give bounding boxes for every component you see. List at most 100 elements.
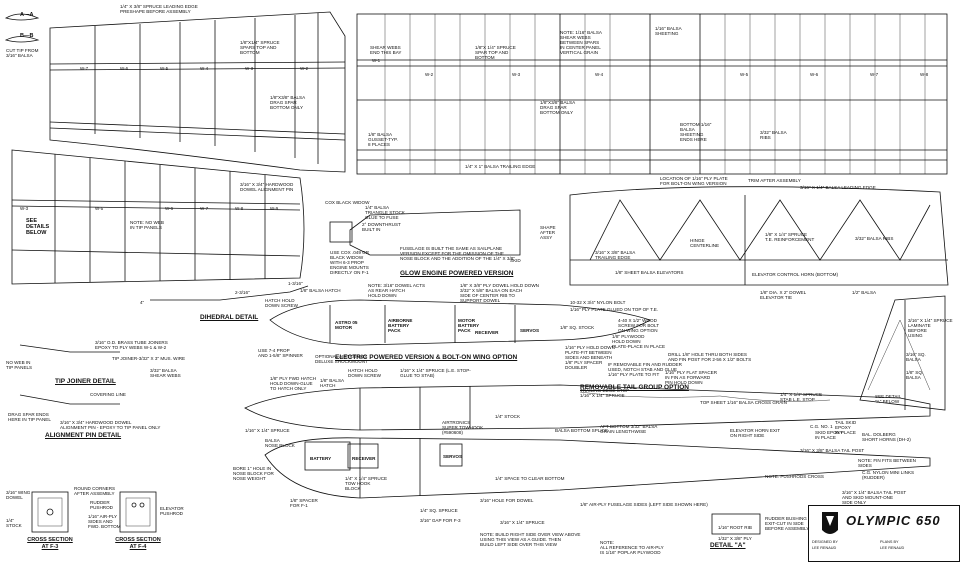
note-optional: OPTIONAL AIRTRONICS DELUXE SHOCKMOUNT [315, 354, 368, 364]
note-removable: IF REMOVABLE FIN AND RUDDER USED, NOTCH … [608, 362, 682, 377]
plan-title: OLYMPIC 650 [846, 513, 941, 528]
center-wing-panel [356, 13, 948, 175]
note-blind2: 1/16" PLY FLAT SPACER IN FIN AS FORWARD … [665, 370, 718, 385]
note-nose-weight: BORE 1" HOLE IN NOSE BLOCK FOR NOSE WEIG… [233, 466, 274, 481]
note-hole-dowel: 3/16" HOLE FOR DOWEL [480, 498, 534, 503]
label-receiver: RECEIVER [475, 330, 499, 335]
note-hinge: HINGE CENTERLINE [690, 238, 720, 248]
note-brass-tube: 3/16" O.D. BRASS TUBE JOINERS EPOXY TO P… [95, 340, 168, 350]
note-drill: DRILL 1/8" HOLE THRU BOTH SIDES AND FIN … [668, 352, 752, 362]
note-sprue2: 1/4" SQ. SPRUCE [420, 508, 458, 513]
note-bal-dolberg: BAL. DOLBERG SHORT HORNS (DH-2) [862, 432, 911, 442]
note-te-reinforcement: LOCATION OF 1/16" PLY PLATE FOR BOLT-ON … [660, 176, 728, 186]
note-spars-top: 1/8"X1/4" SPRUCE SPARS TOP AND BOTTOM [240, 40, 280, 55]
stabilizer [569, 186, 949, 286]
note-stab-te: 3/16" X 3/8" BALSA TRAILING EDGE [595, 250, 636, 260]
note-ply-sides-fwd: 1/16" AIR-PLY SIDES AND FWD. BOTTOM [88, 514, 121, 529]
note-sheet-elevators: 1/8" SHEET BALSA ELEVATORS [615, 270, 684, 275]
note-blind-nut2: 1/8" PLYWOOD HOLD DOWN PLATE-PLACE IN PL… [612, 334, 666, 349]
note-plate-fit: 1/16" PLY HOLD DOWN PLATE-FIT BETWEEN SI… [565, 345, 615, 370]
note-shear-webs-grain: NOTE: 1/16" BALSA SHEAR WEBS BETWEEN SPA… [560, 30, 602, 55]
rib-label: W-7 [200, 206, 209, 211]
plans-by-label: PLANS BY [880, 540, 899, 544]
note-trim-after: TRIM AFTER ASSEMBLY [748, 178, 801, 183]
note-cox-engine: USE COX .049 OR BLACK WIDOW WITH 6-3 PRO… [330, 250, 370, 275]
rib-label: W-2 [425, 72, 434, 77]
section-aa-label: A—A [20, 12, 34, 18]
note-fin-sq2: 1/8" SQ. BALSA [906, 370, 924, 380]
note-build: NOTE: BUILD RIGHT SIDE OVER VIEW ABOVE U… [480, 532, 581, 547]
note-alignment-dowel: 3/16" X 3/4" HARDWOOD DOWEL ALIGNMENT PI… [60, 420, 161, 430]
note-c4: C.G. NO. 1 [810, 424, 833, 429]
note-glue-stop: TRAILING EDGE STOP 1/16" X 1/4" SPRUCE [580, 388, 630, 398]
note-drag-note: NO WEB IN TIP PANELS [6, 360, 33, 370]
dihedral-line [150, 285, 309, 301]
note-top-sheet: TOP SHEET 1/16" BALSA CROSS GRAIN [700, 400, 787, 405]
rib-label: W-6 [120, 66, 129, 71]
rib-label: W-6 [810, 72, 819, 77]
tip-joiner-line [19, 344, 120, 353]
note-glow-plywood: 1/8" X 3/8" PLY DOWEL HOLD DOWN 3/32" X … [460, 283, 539, 303]
rib-label: W-5 [95, 206, 104, 211]
note-skid: SKID EPOXY IN PLACE [815, 430, 843, 440]
note-root-rib: 1/16" ROOT RIB [718, 525, 752, 530]
note-tip-joiner: TIP JOINER-3/32" X 3" MUS. WIRE [112, 356, 186, 361]
note-fuselage: FUSELAGE IS BUILT THE SAME AS SAILPLANE … [400, 246, 515, 261]
note-rudder-bushing: RUDDER BUSHING EXIT-CUT IN SIDE BEFORE A… [765, 516, 810, 531]
note-balsa-hatch2: 1/8" BALSA HATCH [320, 378, 345, 388]
note-spacer: 1/8" SPACER FOR F-1 [290, 498, 318, 508]
note-stab-le: 3/16" X 1/4" BALSA LEADING EDGE [800, 185, 876, 190]
note-hatch-hold: HATCH HOLD DOWN SCREW [348, 368, 381, 378]
label-astro: ASTRO 05 MOTOR [335, 320, 358, 330]
note-gusset: 1/8" BALSA GUSSET-TYP. 8 PLACES [368, 132, 398, 147]
rib-label: W-5 [160, 66, 169, 71]
heading-cross-section-f4: CROSS SECTION AT F-4 [115, 537, 161, 550]
note-hardwood-pin: 3/16" X 3/4" HARDWOOD DOWEL ALIGNMENT PI… [240, 182, 294, 192]
note-spinner: USE 7-4 PROP AND 1-5/8" SPINNER [258, 348, 303, 358]
section-bb-label: B—B [20, 33, 34, 39]
note-ply-stock: 1/4" STOCK [495, 414, 521, 419]
note-covering: COVERING LINE [90, 392, 126, 397]
rib-label: W-4 [595, 72, 604, 77]
rib-label: W-6 [165, 206, 174, 211]
note-aft-bottom: AFT BOTTOM 3/32" BALSA GRAIN LENGTHWISE [600, 424, 658, 434]
tip-panel [11, 149, 305, 285]
note-nose-block: BALSA NOSE BLOCK [265, 438, 295, 448]
heading-cross-section-f3: CROSS SECTION AT F-3 [27, 537, 73, 550]
note-tail-post: 3/16" X 1/4" BALSA TAIL POST AND SKID MO… [842, 490, 907, 505]
heading-tip-joiner: TIP JOINER DETAIL [55, 378, 116, 385]
note-blind-nut: 1/8" SQ. STOCK [560, 325, 595, 330]
note-hatch-fwd: 1/8" PLY FWD HATCH HOLD DOWN-GLUE TO HAT… [270, 376, 317, 391]
note-nylon-link: C.G. NYLON MINI LINKS (RUDDER) [862, 470, 915, 480]
note-see-details: SEE DETAILS BELOW [26, 218, 50, 236]
note-drag-spar: 1/8"X3/8" BALSA DRAG SPAR BOTTOM ONLY [270, 95, 306, 110]
cross-section-f4 [119, 491, 157, 533]
label-receiver2: RECEIVER [352, 456, 376, 461]
note-round-corners: ROUND CORNERS AFTER ASSEMBLY [74, 486, 116, 496]
dim-2-3-16: 2-3/16" [235, 290, 250, 295]
note-reference: NOTE: ALL REFERENCE TO AIR-PLY IS 1/16" … [600, 540, 664, 555]
note-cox: COX BLACK WIDOW [325, 200, 370, 205]
note-rudder-pushrod: RUDDER PUSHROD [90, 500, 113, 510]
rib-label: W-2 [300, 66, 309, 71]
airfoil-bb [4, 36, 40, 43]
note-downthrust: 2° DOWNTHRUST BUILT IN [362, 222, 401, 232]
note-stab-le-stop: 1/16" X 1/4" SPRUCE (L.E. STOP- GLUE TO … [400, 368, 471, 378]
rib-label: W-8 [235, 206, 244, 211]
note-spar-top-bottom: 1/8"X 1/4" SPRUCE SPAR TOP AND BOTTOM [475, 45, 516, 60]
rib-label: W-3 [512, 72, 521, 77]
dim-4: 4" [140, 300, 145, 305]
designer-name: LEE RENAUD [812, 546, 837, 550]
note-skid: SKID [510, 258, 521, 263]
designed-by-label: DESIGNED BY [812, 540, 838, 544]
note-shear-webs: SHEAR WEBS END THIS BAY [370, 45, 402, 55]
note-ply-f1: 1/16" X 1/4" SPRUCE [245, 428, 290, 433]
note-fin-sprue: 3/16" X 1/4" SPRUCE LAMINATE BEFORE USIN… [908, 318, 953, 338]
note-balsa-tail: 3/16" X 3/8" BALSA TAIL POST [800, 448, 865, 453]
note-shape-after: SHAPE AFTER ASSY [540, 225, 556, 240]
rib-label: W-5 [740, 72, 749, 77]
heading-removable-tail: REMOVABLE TAIL GROUP OPTION [580, 384, 689, 391]
label-servos2: SERVOS [443, 454, 463, 459]
rib-label: W-1 [372, 58, 381, 63]
